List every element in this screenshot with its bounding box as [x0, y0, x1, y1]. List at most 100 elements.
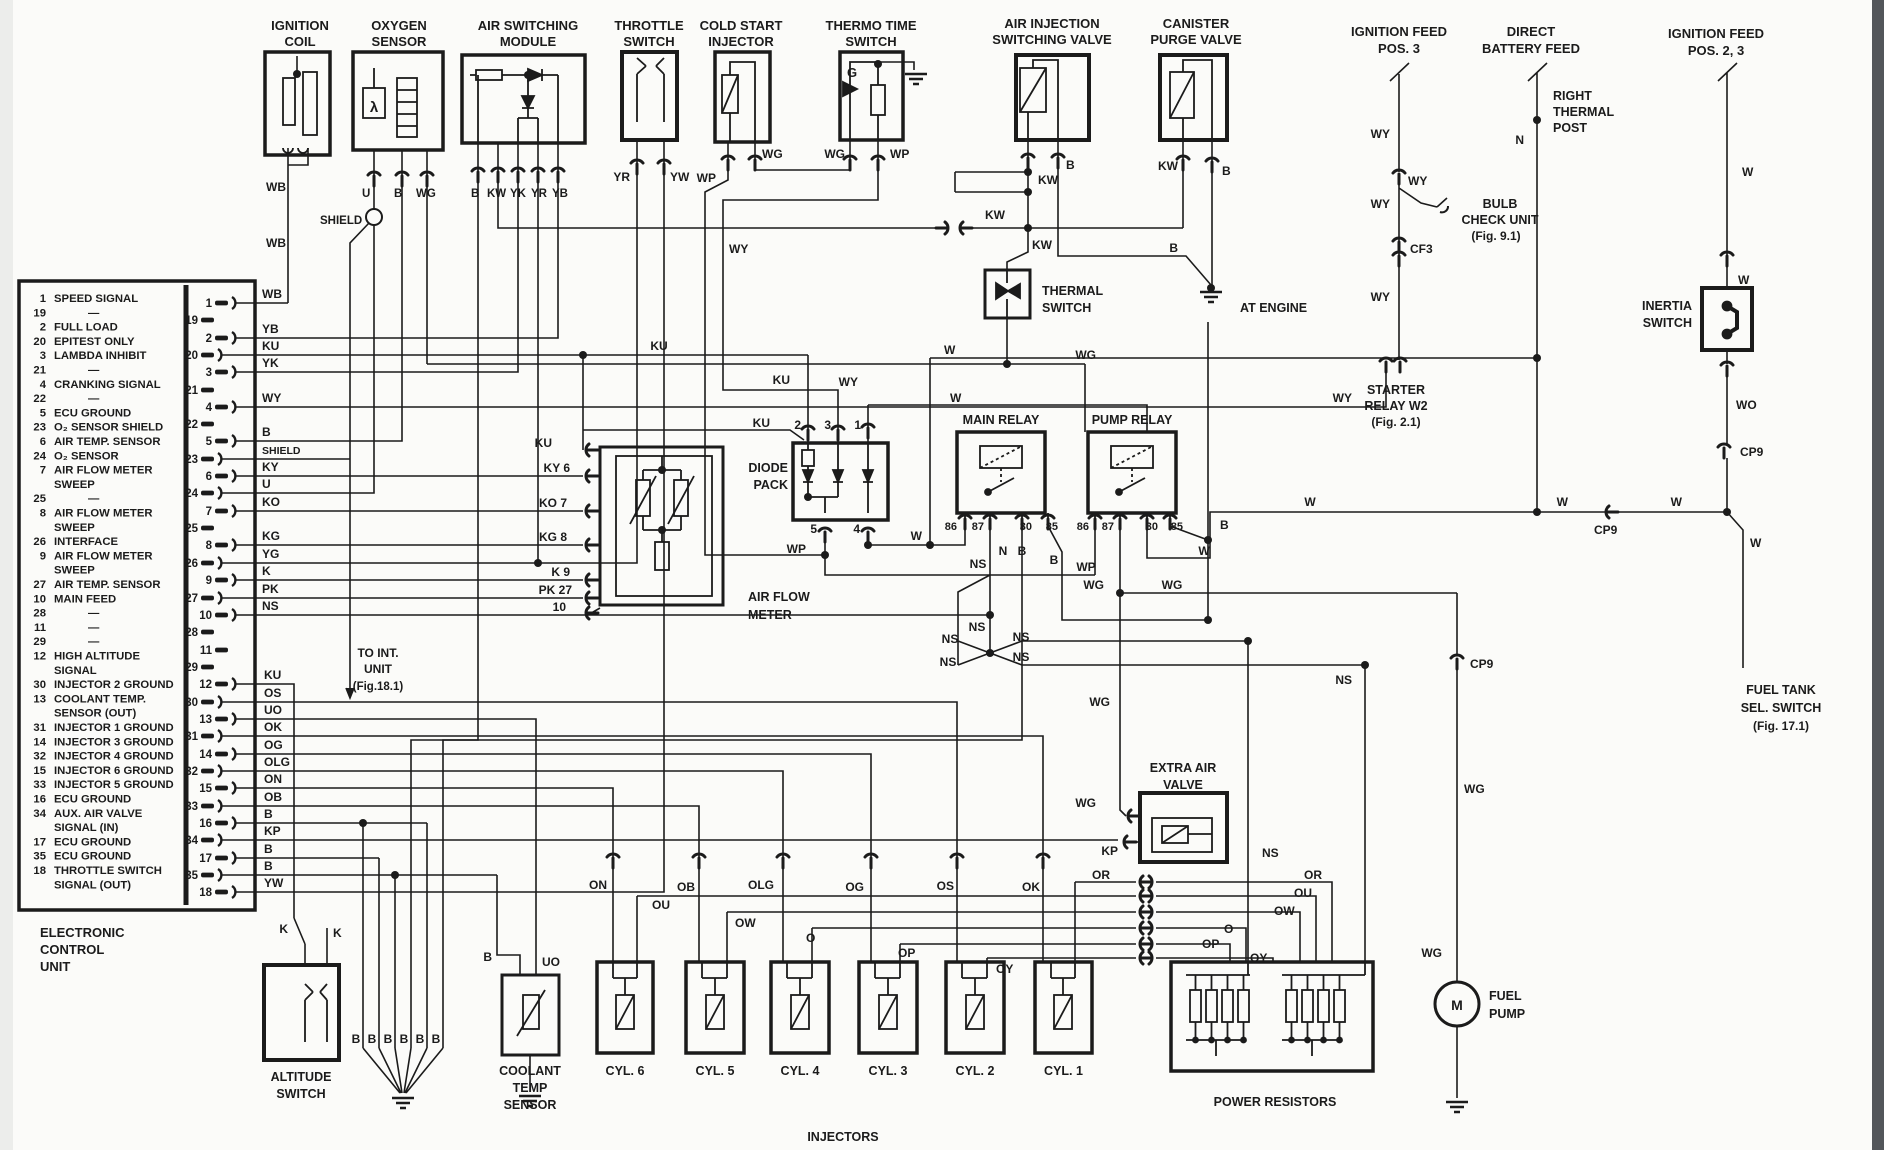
diode-pack-box [791, 441, 890, 522]
ecu-pin-hook [231, 572, 237, 588]
ecu-list-pin-label: INTERFACE [54, 536, 118, 548]
wire-connector [691, 852, 707, 870]
ecu-list-pin-label: AIR FLOW METER [54, 465, 153, 477]
label-or-180: OR [1304, 868, 1322, 882]
label-thermal-36: THERMAL [1042, 284, 1103, 298]
wire-connector [1391, 168, 1407, 186]
junction-dot [1320, 1036, 1327, 1044]
label-w-128: W [1557, 495, 1569, 509]
ecu-list-pin-label: AIR FLOW METER [54, 508, 153, 520]
wire-connector [550, 166, 566, 184]
label-g-114: G [847, 65, 857, 80]
wire-connector [584, 537, 600, 553]
ecu-list-pin-label: — [88, 365, 100, 377]
label-oy-185: OY [1250, 951, 1267, 965]
ecu-list-pin-label: THROTTLE SWITCH [54, 865, 162, 877]
label-ou-186: OU [652, 898, 670, 912]
label-wg-144: WG [1075, 348, 1096, 362]
power-resistor-element [1189, 989, 1202, 1023]
label-pos-3-17: POS. 3 [1378, 41, 1420, 56]
label-k-76: K [262, 564, 271, 578]
label-injector-9: INJECTOR [708, 34, 774, 49]
label-ok-82: OK [264, 720, 282, 734]
ecu-pin-dash [201, 803, 214, 809]
label-olg-193: OLG [748, 878, 774, 892]
label-injectors-55: INJECTORS [807, 1130, 878, 1144]
ecu-pin-hook [217, 347, 223, 363]
junction-dot [534, 559, 542, 567]
label-fuel-60: FUEL [1489, 989, 1522, 1003]
junction-dot [293, 70, 301, 78]
ecu-list-pin-label: SPEED SIGNAL [54, 293, 138, 305]
ecu-pin-dash [201, 352, 214, 358]
label-unit-49: UNIT [40, 959, 70, 974]
ecu-pin-dash [201, 664, 214, 670]
ecu-pin-hook [231, 746, 237, 762]
label-b-90: B [264, 859, 273, 873]
label-ignition-0: IGNITION [271, 18, 329, 33]
label-w-151: W [911, 529, 923, 543]
wire-connector [775, 852, 791, 870]
ecu-list-pin-number: 29 [33, 636, 46, 648]
air-flow-meter-inner-box [615, 455, 713, 597]
label-cp9-125: CP9 [1740, 445, 1764, 459]
injector-box [857, 960, 919, 1055]
dots-grounds-connectors [293, 60, 1735, 1114]
label-wy-119: WY [1371, 290, 1390, 304]
label-purge-valve-15: PURGE VALVE [1150, 32, 1242, 47]
wire-connector [817, 526, 833, 544]
ecu-pin-number: 23 [185, 454, 198, 466]
wire-connector [1138, 888, 1154, 904]
label-ns-174: NS [1013, 650, 1030, 664]
label-diode-41: DIODE [748, 461, 788, 475]
wire-connector [1138, 936, 1154, 952]
label-1-147: 1 [854, 418, 861, 432]
junction-dot [986, 649, 994, 657]
label-w-142: W [944, 343, 956, 357]
ecu-pin-number: 13 [199, 714, 212, 726]
label-uo-198: UO [542, 955, 560, 969]
label-wp-164: WP [1076, 560, 1095, 574]
ecu-list-pin-label: ECU GROUND [54, 407, 131, 419]
junction-dot [524, 71, 532, 79]
label-yw-91: YW [264, 876, 284, 890]
air-flow-meter-box [598, 445, 725, 607]
wire-connector [605, 852, 621, 870]
wire-connector [629, 158, 645, 176]
label-right-22: RIGHT [1553, 89, 1592, 103]
ecu-list-pin-label: COOLANT TEMP. [54, 693, 146, 705]
ecu-pin-dash [201, 560, 214, 566]
junction-dot [1336, 1036, 1343, 1044]
injector-coil-symbol [878, 994, 898, 1030]
injector-coil-symbol [1053, 994, 1073, 1030]
label-ns-172: NS [1013, 630, 1030, 644]
ecu-pin-dash [215, 889, 228, 895]
power-resistor-element [1221, 989, 1234, 1023]
ecu-pin-dash [201, 872, 214, 878]
label-ky-6-133: KY 6 [544, 461, 571, 475]
label-k-199: K [279, 922, 288, 936]
ecu-list-pin-number: 34 [33, 808, 46, 820]
air-switching-module-box [460, 53, 587, 145]
ecu-list-pin-number: 16 [33, 794, 46, 806]
label-kw-108: KW [1032, 238, 1053, 252]
ecu-list-pin-label: SENSOR (OUT) [54, 708, 136, 720]
label-w-122: W [1742, 165, 1754, 179]
label-module-5: MODULE [500, 34, 557, 49]
ecu-pin-dash [215, 542, 228, 548]
label-os-195: OS [937, 879, 954, 893]
ecu-pin-number: 28 [185, 627, 198, 639]
ecu-pin-hook [217, 694, 223, 710]
junction-dot [1288, 1036, 1295, 1044]
ecu-list-pin-number: 13 [33, 693, 46, 705]
label-inertia-31: INERTIA [1642, 299, 1692, 313]
ecu-pin-number: 10 [199, 610, 212, 622]
label-ko-73: KO [262, 495, 280, 509]
component-internals [282, 57, 1739, 1042]
label-kp-178: KP [1101, 844, 1118, 858]
label-pos-2-3-21: POS. 2, 3 [1688, 43, 1744, 58]
label-ow-182: OW [1274, 904, 1295, 918]
power-resistor-elements [1186, 962, 1366, 1056]
ecu-list-pin-label: — [88, 393, 100, 405]
